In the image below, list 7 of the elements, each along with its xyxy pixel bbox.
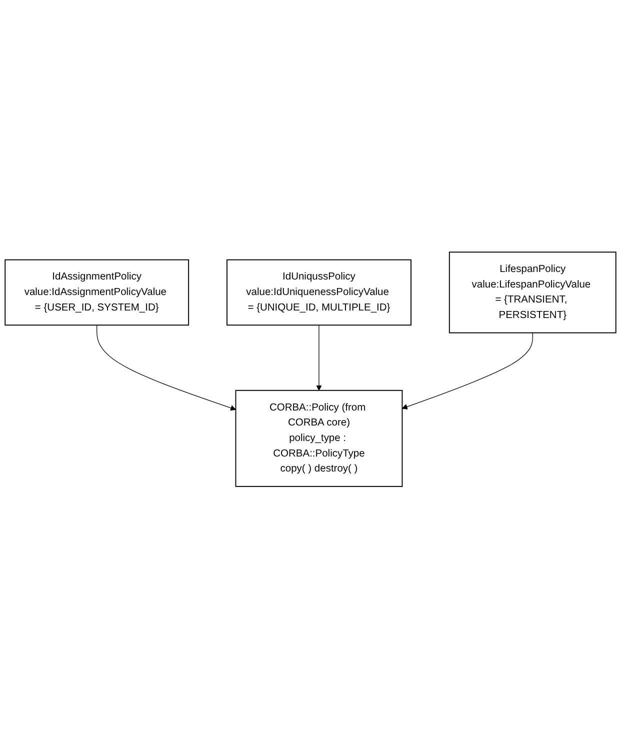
- node-box: CORBA::Policy (from CORBA core) policy_type : CORBA::PolicyType copy( ) destroy( ): [235, 390, 403, 487]
- node-box: IdAssignmentPolicy value:IdAssignmentPolicyValue = {USER_ID, SYSTEM_ID}: [4, 259, 190, 326]
- node-box: IdUniqussPolicy value:IdUniquenessPolicyValue = {UNIQUE_ID, MULTIPLE_ID}: [226, 259, 412, 326]
- arrow: [316, 324, 322, 390]
- node-box: LifespanPolicy value:LifespanPolicyValue = {TRANSIENT, PERSISTENT}: [448, 251, 616, 333]
- arrow: [402, 332, 533, 410]
- arrow: [96, 324, 236, 410]
